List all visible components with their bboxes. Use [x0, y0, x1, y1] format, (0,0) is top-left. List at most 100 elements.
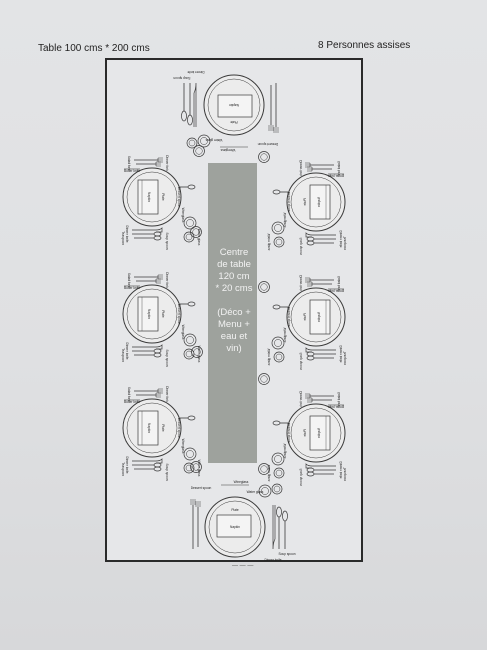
- spoon-bowl: [306, 240, 315, 246]
- glass-rim: [193, 145, 205, 157]
- glass-rim: [271, 221, 285, 235]
- plate-inner: [126, 402, 178, 454]
- wineglass-label: Wineglass: [181, 208, 185, 223]
- fork-tines: [157, 157, 163, 163]
- spoon-bowl: [153, 352, 162, 358]
- glass-rim: [258, 463, 270, 475]
- plate-inner: [290, 176, 342, 228]
- butter-knife-label: Butter knife: [328, 289, 344, 293]
- glass-inner: [188, 139, 196, 147]
- knife-shape: [305, 463, 336, 469]
- napkin-label: Napkin: [147, 423, 151, 433]
- soup-spoon-label: Soup spoon: [299, 237, 303, 254]
- glass-inner: [185, 464, 193, 472]
- soup-spoon-label: Soup spoon: [165, 463, 169, 480]
- dessert-spoon-label: Dessert spoon: [287, 192, 291, 213]
- knife-shape: [272, 505, 276, 550]
- glass-rim: [183, 348, 195, 360]
- glass-inner: [186, 336, 194, 344]
- spoon-bowl: [276, 506, 282, 518]
- teaspoon-label: Teaspoon: [121, 348, 125, 362]
- salad-fork-label: Salad fork: [337, 392, 341, 407]
- dessert-spoon-label: Dessert spoon: [287, 307, 291, 328]
- salad-fork-label: Salad fork: [337, 161, 341, 176]
- plate-label: Plate: [303, 429, 307, 436]
- fork-tines: [307, 281, 313, 287]
- spoon-bowl: [187, 114, 193, 126]
- water-glass-label: Water glass: [197, 229, 201, 246]
- spoon-bowl: [153, 235, 162, 241]
- dinner-knife-label: Dinner knife: [187, 70, 204, 74]
- glass-inner: [195, 147, 203, 155]
- glass-inner: [274, 455, 282, 463]
- soup-spoon-label: Soup spoon: [278, 552, 295, 556]
- plate-label: Plate: [303, 198, 307, 205]
- napkin-label: Napkin: [147, 192, 151, 202]
- wineglass-label: Wineglass: [220, 148, 235, 152]
- napkin-icon: [137, 179, 159, 215]
- dessert-spoon-label: Dessert spoon: [177, 304, 181, 325]
- glass-rim: [258, 373, 270, 385]
- butter-knife-label: Butter knife: [124, 169, 140, 173]
- salad-fork-label: Salad fork: [127, 156, 131, 171]
- napkin-icon: [137, 410, 159, 446]
- napkin-label: Napkin: [317, 197, 321, 207]
- plate-inner: [207, 78, 261, 132]
- dinner-knife-label: Dinner knife: [339, 230, 343, 247]
- glass-rim: [258, 484, 272, 498]
- wineglass-label: Wineglass: [181, 325, 185, 340]
- dessert-spoon-label: Dessert spoon: [191, 486, 212, 490]
- fork-tines: [305, 277, 311, 283]
- page-footer-mark: — — —: [232, 563, 254, 569]
- water-glass-label: Water glass: [267, 465, 271, 482]
- glass-rim: [190, 461, 202, 473]
- glass-inner: [260, 283, 268, 291]
- dinner-fork-label: Dinner fork: [165, 386, 169, 402]
- plate-label: Plate: [161, 193, 165, 200]
- glass-inner: [200, 137, 208, 145]
- spoon-bowl: [306, 471, 315, 477]
- glass-inner: [275, 238, 283, 246]
- soup-spoon-label: Soup spoon: [299, 352, 303, 369]
- teaspoon-label: Teaspoon: [121, 462, 125, 476]
- plate-label: Plate: [230, 120, 237, 124]
- soup-spoon-label: Soup spoon: [165, 232, 169, 249]
- plate-label: Plate: [303, 313, 307, 320]
- fork-tines: [190, 499, 201, 507]
- glass-inner: [274, 224, 282, 232]
- glass-rim: [183, 333, 197, 347]
- glass-rim: [183, 447, 197, 461]
- butter-knife-label: Butter knife: [328, 405, 344, 409]
- spoon-bowl: [272, 304, 281, 310]
- dinner-fork-label: Dinner fork: [299, 275, 303, 291]
- glass-rim: [186, 137, 198, 149]
- napkin-icon: [309, 299, 331, 335]
- plate-label: Plate: [161, 310, 165, 317]
- spoon-bowl: [282, 510, 288, 522]
- dinner-knife-label: Dinner knife: [125, 225, 129, 242]
- napkin-label: Napkin: [147, 309, 151, 319]
- napkin-label: Napkin: [317, 312, 321, 322]
- glass-inner: [185, 233, 193, 241]
- glass-rim: [273, 467, 285, 479]
- knife-shape: [305, 232, 336, 238]
- plate-inner: [290, 407, 342, 459]
- napkin-label: Napkin: [230, 525, 240, 529]
- teaspoon-label: Teaspoon: [121, 231, 125, 245]
- glass-inner: [260, 465, 268, 473]
- glass-rim: [191, 346, 203, 358]
- fork-tines: [307, 397, 313, 403]
- spoon-bowl: [306, 355, 315, 361]
- soup-spoon-label: Soup spoon: [299, 468, 303, 485]
- spoon-bowl: [153, 466, 162, 472]
- water-glass-label: Water glass: [267, 349, 271, 366]
- butter-knife-label: Butter knife: [124, 400, 140, 404]
- salad-fork-label: Salad fork: [127, 387, 131, 402]
- spoon-bowl: [187, 184, 196, 190]
- glass-inner: [193, 348, 201, 356]
- soup-spoon-label: Soup spoon: [165, 349, 169, 366]
- dessert-spoon-label: Dessert spoon: [287, 423, 291, 444]
- knife-shape: [305, 347, 336, 353]
